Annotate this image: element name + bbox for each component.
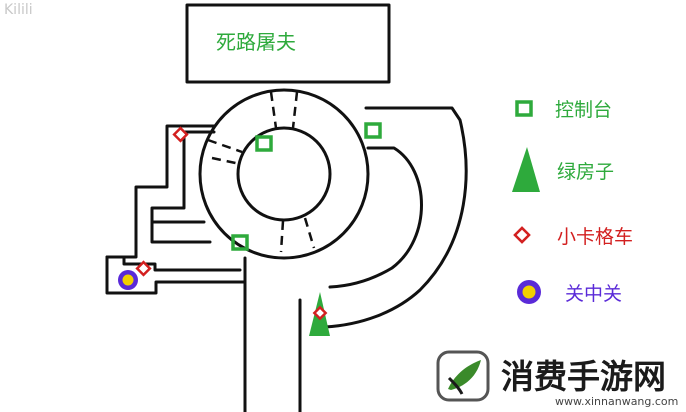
legend-item: 控制台: [515, 99, 612, 121]
green-house-marker[interactable]: [309, 292, 330, 336]
green-house-icon: [512, 147, 540, 192]
legend-label: 控制台: [555, 99, 612, 121]
watermark-name: 消费手游网: [501, 357, 666, 396]
pass-marker[interactable]: [118, 270, 138, 290]
kart-marker[interactable]: [172, 126, 189, 143]
legend-label: 关中关: [565, 283, 622, 305]
room-box: [185, 3, 391, 84]
console-icon: [515, 100, 533, 117]
room-label: 死路屠夫: [216, 30, 296, 54]
west-branch-wall: [105, 255, 242, 272]
kart-marker[interactable]: [135, 260, 152, 277]
kart-icon: [513, 226, 531, 244]
legend-label: 小卡格车: [557, 226, 633, 248]
east-corridor-outer-wall: [323, 106, 468, 329]
top-watermark-text: Kilili: [4, 2, 33, 18]
dashed-door-5: [279, 220, 285, 253]
dashed-door-4: [211, 156, 241, 166]
dashed-door-3: [207, 138, 243, 154]
console-marker[interactable]: [255, 135, 273, 152]
east-corridor-inner-wall: [328, 146, 423, 289]
console-marker[interactable]: [231, 234, 249, 251]
console-marker[interactable]: [364, 122, 382, 139]
watermark-logo: 消费手游网 www.xinnanwang.com: [436, 350, 678, 408]
legend-item: 小卡格车: [513, 226, 633, 248]
pass-icon: [517, 280, 541, 304]
legend-item: 关中关: [517, 280, 622, 305]
west-corridor-inner-wall: [150, 130, 216, 244]
legend-item: 绿房子: [512, 147, 614, 192]
ring-inner-wall: [236, 126, 332, 222]
legend: 控制台 绿房子 小卡格车 关中关: [512, 99, 633, 305]
watermark-url: www.xinnanwang.com: [555, 395, 678, 408]
dashed-door-6: [303, 217, 316, 249]
legend-label: 绿房子: [557, 161, 614, 183]
dashed-door-1: [269, 91, 278, 129]
ring-outer-wall: [198, 88, 370, 260]
dashed-door-2: [291, 91, 299, 129]
